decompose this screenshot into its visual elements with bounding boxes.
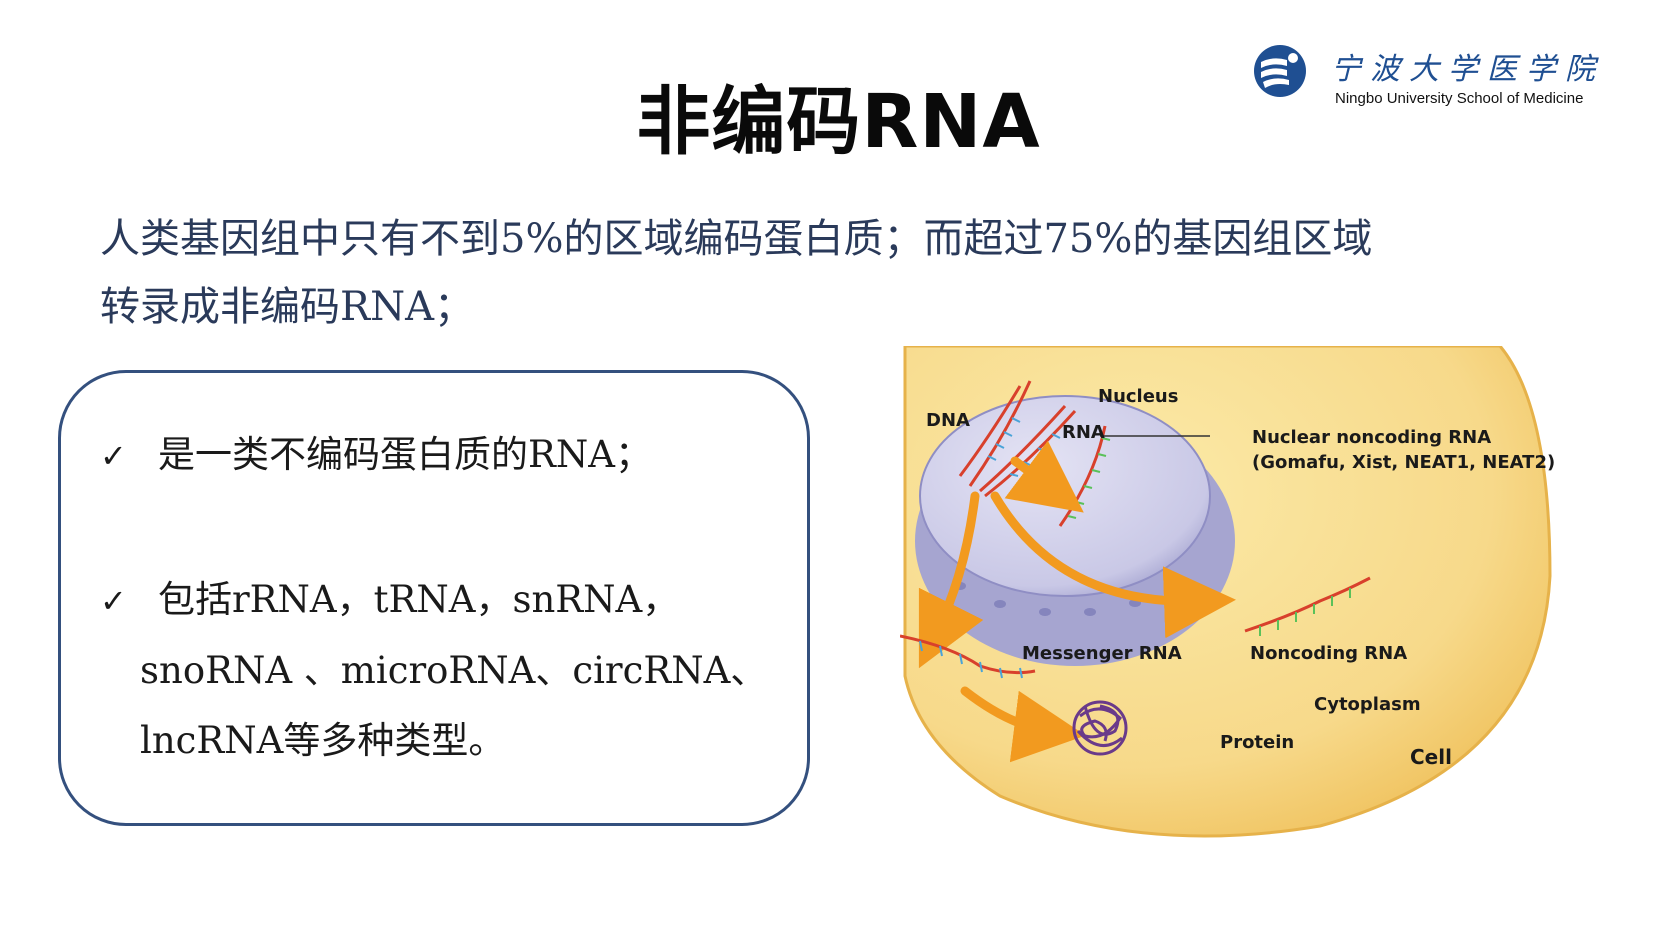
- label-nuclear-noncoding-rna-examples: (Gomafu, Xist, NEAT1, NEAT2): [1252, 452, 1555, 473]
- label-nuclear-noncoding-rna: Nuclear noncoding RNA: [1252, 427, 1491, 448]
- label-dna: DNA: [926, 410, 970, 431]
- bullet-item: ✓ 是一类不编码蛋白质的RNA；: [100, 420, 800, 491]
- bullet-text: 包括rRNA，tRNA，snRNA，: [158, 578, 680, 621]
- label-rna: RNA: [1062, 422, 1105, 443]
- cell-diagram: Nucleus DNA RNA Nuclear noncoding RNA (G…: [899, 344, 1560, 846]
- logo-chinese-name: 宁波大学医学院: [1331, 52, 1604, 87]
- label-noncoding-rna: Noncoding RNA: [1250, 643, 1407, 664]
- bullet-text: snoRNA 、microRNA、circRNA、: [140, 649, 768, 692]
- university-emblem-icon: [1254, 45, 1306, 97]
- noncoding-rna-strand: [1244, 576, 1371, 636]
- checkmark-icon: ✓: [100, 437, 127, 475]
- university-logo: 宁波大学医学院 Ningbo University School of Medi…: [1253, 42, 1663, 114]
- label-cytoplasm: Cytoplasm: [1314, 694, 1421, 715]
- bullet-text: lncRNA等多种类型。: [140, 719, 506, 762]
- intro-line-2: 转录成非编码RNA；: [100, 284, 475, 330]
- label-cell: Cell: [1410, 745, 1452, 769]
- label-messenger-rna: Messenger RNA: [1022, 643, 1182, 664]
- logo-english-name: Ningbo University School of Medicine: [1335, 90, 1584, 107]
- bullet-text: 是一类不编码蛋白质的RNA；: [158, 433, 652, 476]
- arrows: [918, 440, 1236, 763]
- protein-icon: [1072, 700, 1128, 756]
- label-protein: Protein: [1220, 732, 1294, 753]
- label-nucleus: Nucleus: [1098, 386, 1178, 407]
- intro-line-1: 人类基因组中只有不到5%的区域编码蛋白质；而超过75%的基因组区域: [100, 216, 1373, 262]
- bullet-item: ✓ 包括rRNA，tRNA，snRNA， snoRNA 、microRNA、cir…: [100, 565, 800, 776]
- messenger-rna-strand: [899, 634, 1036, 679]
- bullet-box: [58, 370, 810, 826]
- cell-diagram-graphic: Nucleus DNA RNA Nuclear noncoding RNA (G…: [899, 344, 1555, 838]
- checkmark-icon: ✓: [100, 582, 127, 620]
- intro-paragraph: 人类基因组中只有不到5%的区域编码蛋白质；而超过75%的基因组区域 转录成非编码…: [100, 205, 1580, 341]
- slide-title: 非编码RNA: [636, 79, 1041, 165]
